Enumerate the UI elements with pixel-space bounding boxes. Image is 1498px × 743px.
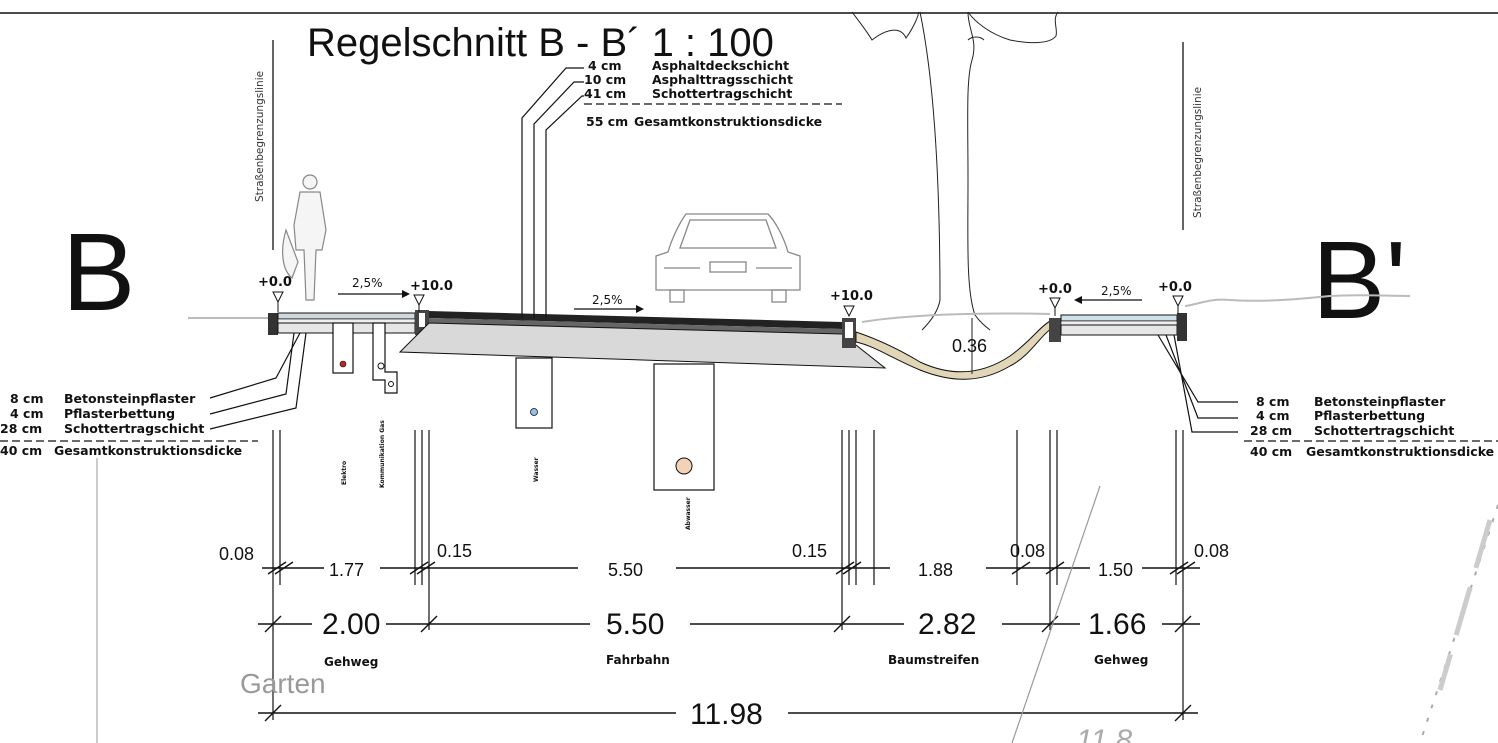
dim-detail-2: 0.15	[437, 541, 472, 561]
faint-plan-line	[1011, 485, 1101, 743]
zone-fahrbahn: Fahrbahn	[606, 653, 670, 667]
right-sidewalk-leaders	[1157, 334, 1498, 442]
dim-main-gehweg-left: 2.00	[322, 608, 380, 641]
faint-dashed-line	[1419, 504, 1498, 743]
dim-total: 11.98	[690, 698, 763, 731]
utility-kommunikation-gas: Kommunikation Gas	[379, 420, 386, 488]
tree-illustration	[851, 11, 1059, 331]
left-layer-2-name: Pflasterbettung	[64, 406, 175, 421]
utility-wasser: Wasser	[533, 457, 540, 482]
left-sidewalk-legend: 8 cm Betonsteinpflaster 4 cm Pflasterbet…	[0, 391, 242, 458]
dimension-row-detail: 0.08 1.77 0.15 5.50 0.15 1.88 0.08 1.50 …	[219, 541, 1229, 580]
tree-root-dim: 0.36	[952, 336, 987, 356]
garden-label: Garten	[240, 668, 326, 699]
dim-detail-4: 0.15	[792, 541, 827, 561]
road-layer-2-name: Asphalttragsschicht	[652, 72, 793, 87]
slope-left-sidewalk: 2,5%	[352, 276, 383, 290]
zone-gehweg-left: Gehweg	[324, 655, 378, 669]
road-layer-3-thickness: 41 cm	[584, 86, 626, 101]
right-layer-1-thickness: 8 cm	[1256, 394, 1289, 409]
utility-elektro: Elektro	[341, 461, 348, 485]
slope-road: 2,5%	[592, 293, 623, 307]
dim-main-gehweg-right: 1.66	[1088, 608, 1146, 641]
elevation-markers: +0.0 +10.0 +10.0 +0.0 +0.0	[258, 275, 1192, 318]
elevation-right-path-outer: +0.0	[1158, 280, 1192, 295]
left-layer-3-thickness: 28 cm	[0, 421, 42, 436]
road-layer-2-thickness: 10 cm	[584, 72, 626, 87]
tree-strip-section: 0.36	[855, 318, 1053, 380]
right-sidewalk-section	[1049, 313, 1187, 342]
right-layer-2-thickness: 4 cm	[1256, 408, 1289, 423]
faint-plan-label: 11.8	[1076, 724, 1132, 743]
dimension-row-total: 11.98	[258, 698, 1198, 731]
terrain-line	[188, 294, 1411, 323]
section-letter-left: B	[62, 211, 135, 334]
dim-detail-1: 1.77	[329, 560, 364, 580]
road-total-name: Gesamtkonstruktionsdicke	[634, 114, 822, 129]
left-total-thickness: 40 cm	[0, 443, 42, 458]
section-letter-right: B'	[1312, 219, 1406, 342]
elevation-left-curb: +10.0	[410, 279, 453, 294]
road-layer-1: 4 cm	[588, 58, 621, 73]
dim-main-baumstreifen: 2.82	[918, 608, 976, 641]
road-layer-legend: 4 cm Asphaltdeckschicht 10 cm Asphalttra…	[584, 58, 822, 129]
drawing-title: Regelschnitt B - B´ 1 : 100	[307, 21, 774, 65]
right-total-name: Gesamtkonstruktionsdicke	[1306, 444, 1494, 459]
dim-detail-0: 0.08	[219, 544, 254, 564]
boundary-line-left: Straßenbegrenzungslinie	[254, 40, 274, 250]
left-layer-3-name: Schottertragschicht	[64, 421, 204, 436]
left-layer-2-thickness: 4 cm	[10, 406, 43, 421]
utility-abwasser: Abwasser	[685, 497, 692, 530]
slope-arrows: 2,5% 2,5% 2,5%	[338, 276, 1142, 313]
extension-lines	[272, 430, 1184, 720]
boundary-line-label-right: Straßenbegrenzungslinie	[1192, 87, 1204, 218]
zone-gehweg-right: Gehweg	[1094, 653, 1148, 667]
slope-right-sidewalk: 2,5%	[1101, 284, 1132, 298]
dimension-row-main: 2.00 5.50 2.82 1.66 Gehweg Fahrbahn Baum…	[258, 608, 1200, 669]
dim-detail-8: 0.08	[1194, 541, 1229, 561]
elevation-right-curb: +10.0	[830, 289, 873, 304]
elevation-left-edge: +0.0	[258, 275, 292, 290]
dim-detail-5: 1.88	[918, 560, 953, 580]
right-layer-2-name: Pflasterbettung	[1314, 408, 1425, 423]
dim-detail-3: 5.50	[608, 560, 643, 580]
utility-labels: Elektro Kommunikation Gas Wasser Abwasse…	[341, 420, 692, 530]
boundary-line-right: Straßenbegrenzungslinie	[1182, 42, 1204, 230]
dim-main-fahrbahn: 5.50	[606, 608, 664, 641]
right-layer-3-thickness: 28 cm	[1250, 423, 1292, 438]
road-section	[398, 311, 887, 369]
right-total-thickness: 40 cm	[1250, 444, 1292, 459]
left-layer-1-thickness: 8 cm	[10, 391, 43, 406]
road-layer-1-thickness: 4 cm	[588, 58, 621, 73]
utility-trenches	[332, 322, 715, 491]
elevation-right-path-inner: +0.0	[1038, 282, 1072, 297]
dim-detail-7: 1.50	[1098, 560, 1133, 580]
zone-baumstreifen: Baumstreifen	[888, 653, 979, 667]
right-layer-1-name: Betonsteinpflaster	[1314, 394, 1446, 409]
dim-detail-6: 0.08	[1010, 541, 1045, 561]
car-illustration	[655, 213, 801, 303]
road-layer-leaders	[521, 67, 842, 318]
pedestrian-figure	[282, 174, 327, 301]
left-layer-1-name: Betonsteinpflaster	[64, 391, 196, 406]
boundary-line-label-left: Straßenbegrenzungslinie	[254, 71, 266, 202]
road-layer-3-name: Schottertragschicht	[652, 86, 792, 101]
right-layer-3-name: Schottertragschicht	[1314, 423, 1454, 438]
road-total-thickness: 55 cm	[586, 114, 628, 129]
road-layer-1-name: Asphaltdeckschicht	[652, 58, 789, 73]
right-sidewalk-legend: 8 cm Betonsteinpflaster 4 cm Pflasterbet…	[1250, 394, 1494, 459]
left-sidewalk-leaders	[0, 332, 307, 442]
left-total-name: Gesamtkonstruktionsdicke	[54, 443, 242, 458]
